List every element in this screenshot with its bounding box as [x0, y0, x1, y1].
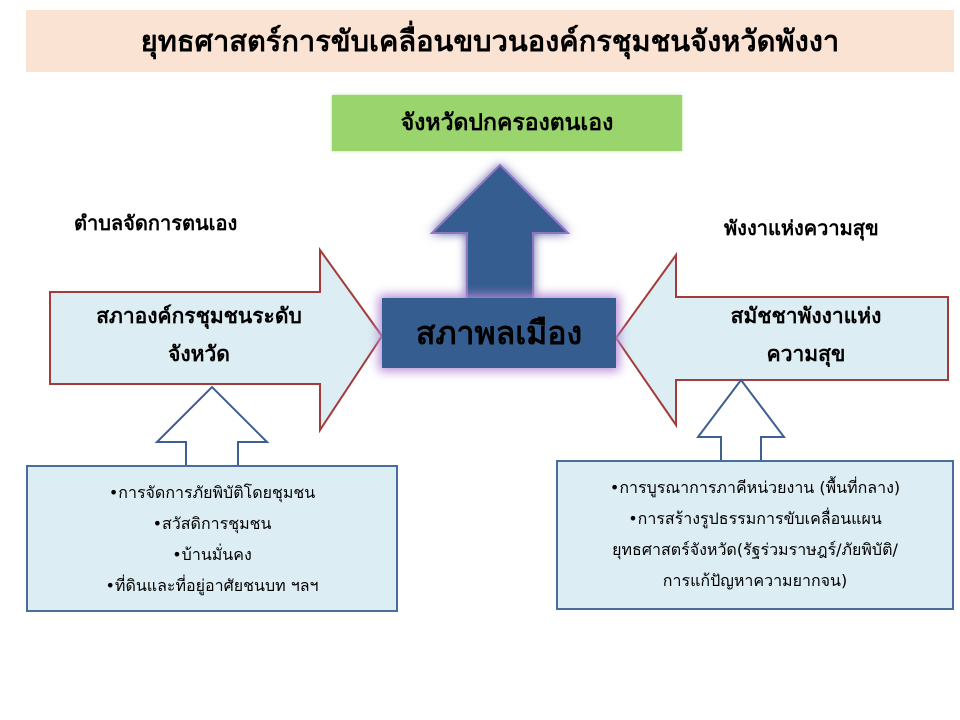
left-label: ตำบลจัดการตนเอง [74, 211, 238, 235]
list-item: •บ้านมั่นคง [172, 545, 252, 564]
right-arrow-label: สมัชชาพังงาแห่ง ความสุข [672, 297, 940, 373]
list-item: •การสร้างรูปธรรมการขับเคลื่อนแผน [628, 509, 882, 528]
right-left-arrow [614, 251, 949, 429]
list-item: •การบูรณาการภาคีหน่วยงาน (พื้นที่กลาง) [609, 478, 901, 497]
list-item: •ที่ดินและที่อยู่อาศัยชนบท ฯลฯ [105, 576, 319, 595]
list-item: •สวัสดิการชุมชน [152, 514, 272, 533]
top-goal-box: จังหวัดปกครองตนเอง [332, 95, 682, 151]
page-title: ยุทธศาสตร์การขับเคลื่อนขบวนองค์กรชุมชนจั… [26, 10, 954, 72]
center-box: สภาพลเมือง [382, 298, 616, 368]
left-arrow-line1: สภาองค์กรชุมชนระดับ [96, 304, 302, 328]
list-item: •การจัดการภัยพิบัติโดยชุมชน [108, 483, 316, 502]
center-up-arrow [429, 163, 571, 301]
right-label: พังงาแห่งความสุข [724, 216, 879, 240]
right-small-up-arrow [695, 378, 787, 463]
left-small-up-arrow [154, 385, 270, 468]
left-arrow-line2: จังหวัด [168, 342, 230, 366]
left-list-box: •การจัดการภัยพิบัติโดยชุมชน •สวัสดิการชุ… [26, 465, 398, 612]
right-arrow-line1: สมัชชาพังงาแห่ง [730, 304, 882, 328]
list-item: ยุทธศาสตร์จังหวัด(รัฐร่วมราษฎร์/ภัยพิบัต… [612, 540, 898, 559]
list-item: การแก้ปัญหาความยากจน) [662, 571, 848, 590]
right-list-box: •การบูรณาการภาคีหน่วยงาน (พื้นที่กลาง) •… [556, 460, 954, 610]
left-arrow-label: สภาองค์กรชุมชนระดับ จังหวัด [60, 297, 338, 373]
right-arrow-line2: ความสุข [766, 342, 846, 366]
left-right-arrow [49, 246, 384, 434]
